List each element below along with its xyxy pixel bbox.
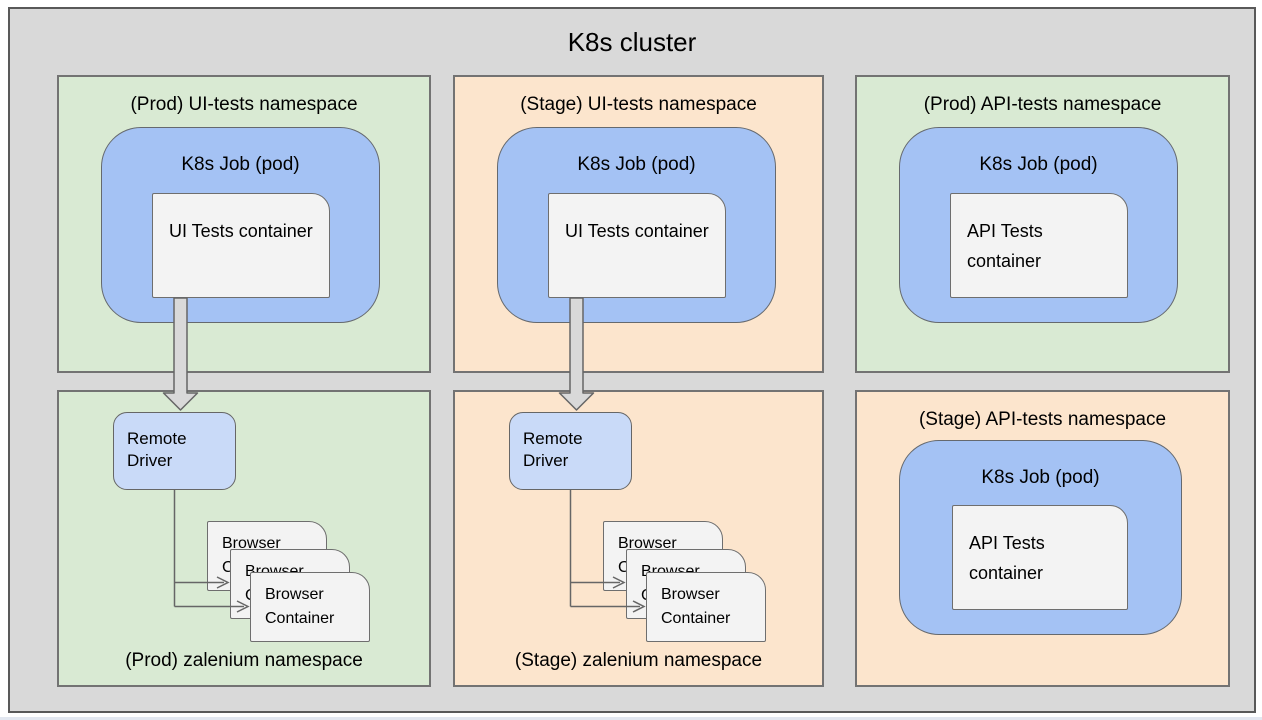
namespace-label: (Prod) zalenium namespace (125, 650, 363, 671)
api-tests-container-box: API Tests container (952, 505, 1128, 610)
namespace-label: (Stage) UI-tests namespace (520, 94, 757, 115)
panel-prod-api-tests-namespace: (Prod) API-tests namespace K8s Job (pod)… (855, 75, 1230, 373)
k8s-cluster-container: K8s cluster (Prod) UI-tests namespace K8… (8, 7, 1256, 713)
window-bottom-edge (0, 717, 1262, 720)
panel-stage-api-tests-namespace: (Stage) API-tests namespace K8s Job (pod… (855, 390, 1230, 687)
namespace-label: (Stage) zalenium namespace (514, 650, 763, 671)
job-pod-label: K8s Job (pod) (181, 154, 300, 175)
panel-prod-zalenium-namespace: Browser Container Browser Container Brow… (57, 390, 431, 687)
panel-stage-zalenium-namespace: Browser Container Browser Container Brow… (453, 390, 824, 687)
job-pod-label: K8s Job (pod) (981, 467, 1100, 488)
namespace-label: (Prod) UI-tests namespace (130, 94, 358, 115)
ui-tests-container-box: UI Tests container (548, 193, 726, 298)
cluster-title: K8s cluster (567, 27, 697, 57)
panel-stage-ui-tests-namespace: (Stage) UI-tests namespace K8s Job (pod)… (453, 75, 824, 373)
job-pod-label: K8s Job (pod) (979, 154, 1098, 175)
browser-container-box: Browser Container (250, 572, 370, 642)
browser-container-box: Browser Container (646, 572, 766, 642)
ui-tests-container-box: UI Tests container (152, 193, 330, 298)
namespace-label: (Stage) API-tests namespace (918, 409, 1167, 430)
panel-prod-ui-tests-namespace: (Prod) UI-tests namespace K8s Job (pod) … (57, 75, 431, 373)
namespace-label: (Prod) API-tests namespace (923, 94, 1162, 115)
job-pod-label: K8s Job (pod) (577, 154, 696, 175)
remote-driver-box: Remote Driver (509, 412, 632, 490)
remote-driver-box: Remote Driver (113, 412, 236, 490)
api-tests-container-box: API Tests container (950, 193, 1128, 298)
